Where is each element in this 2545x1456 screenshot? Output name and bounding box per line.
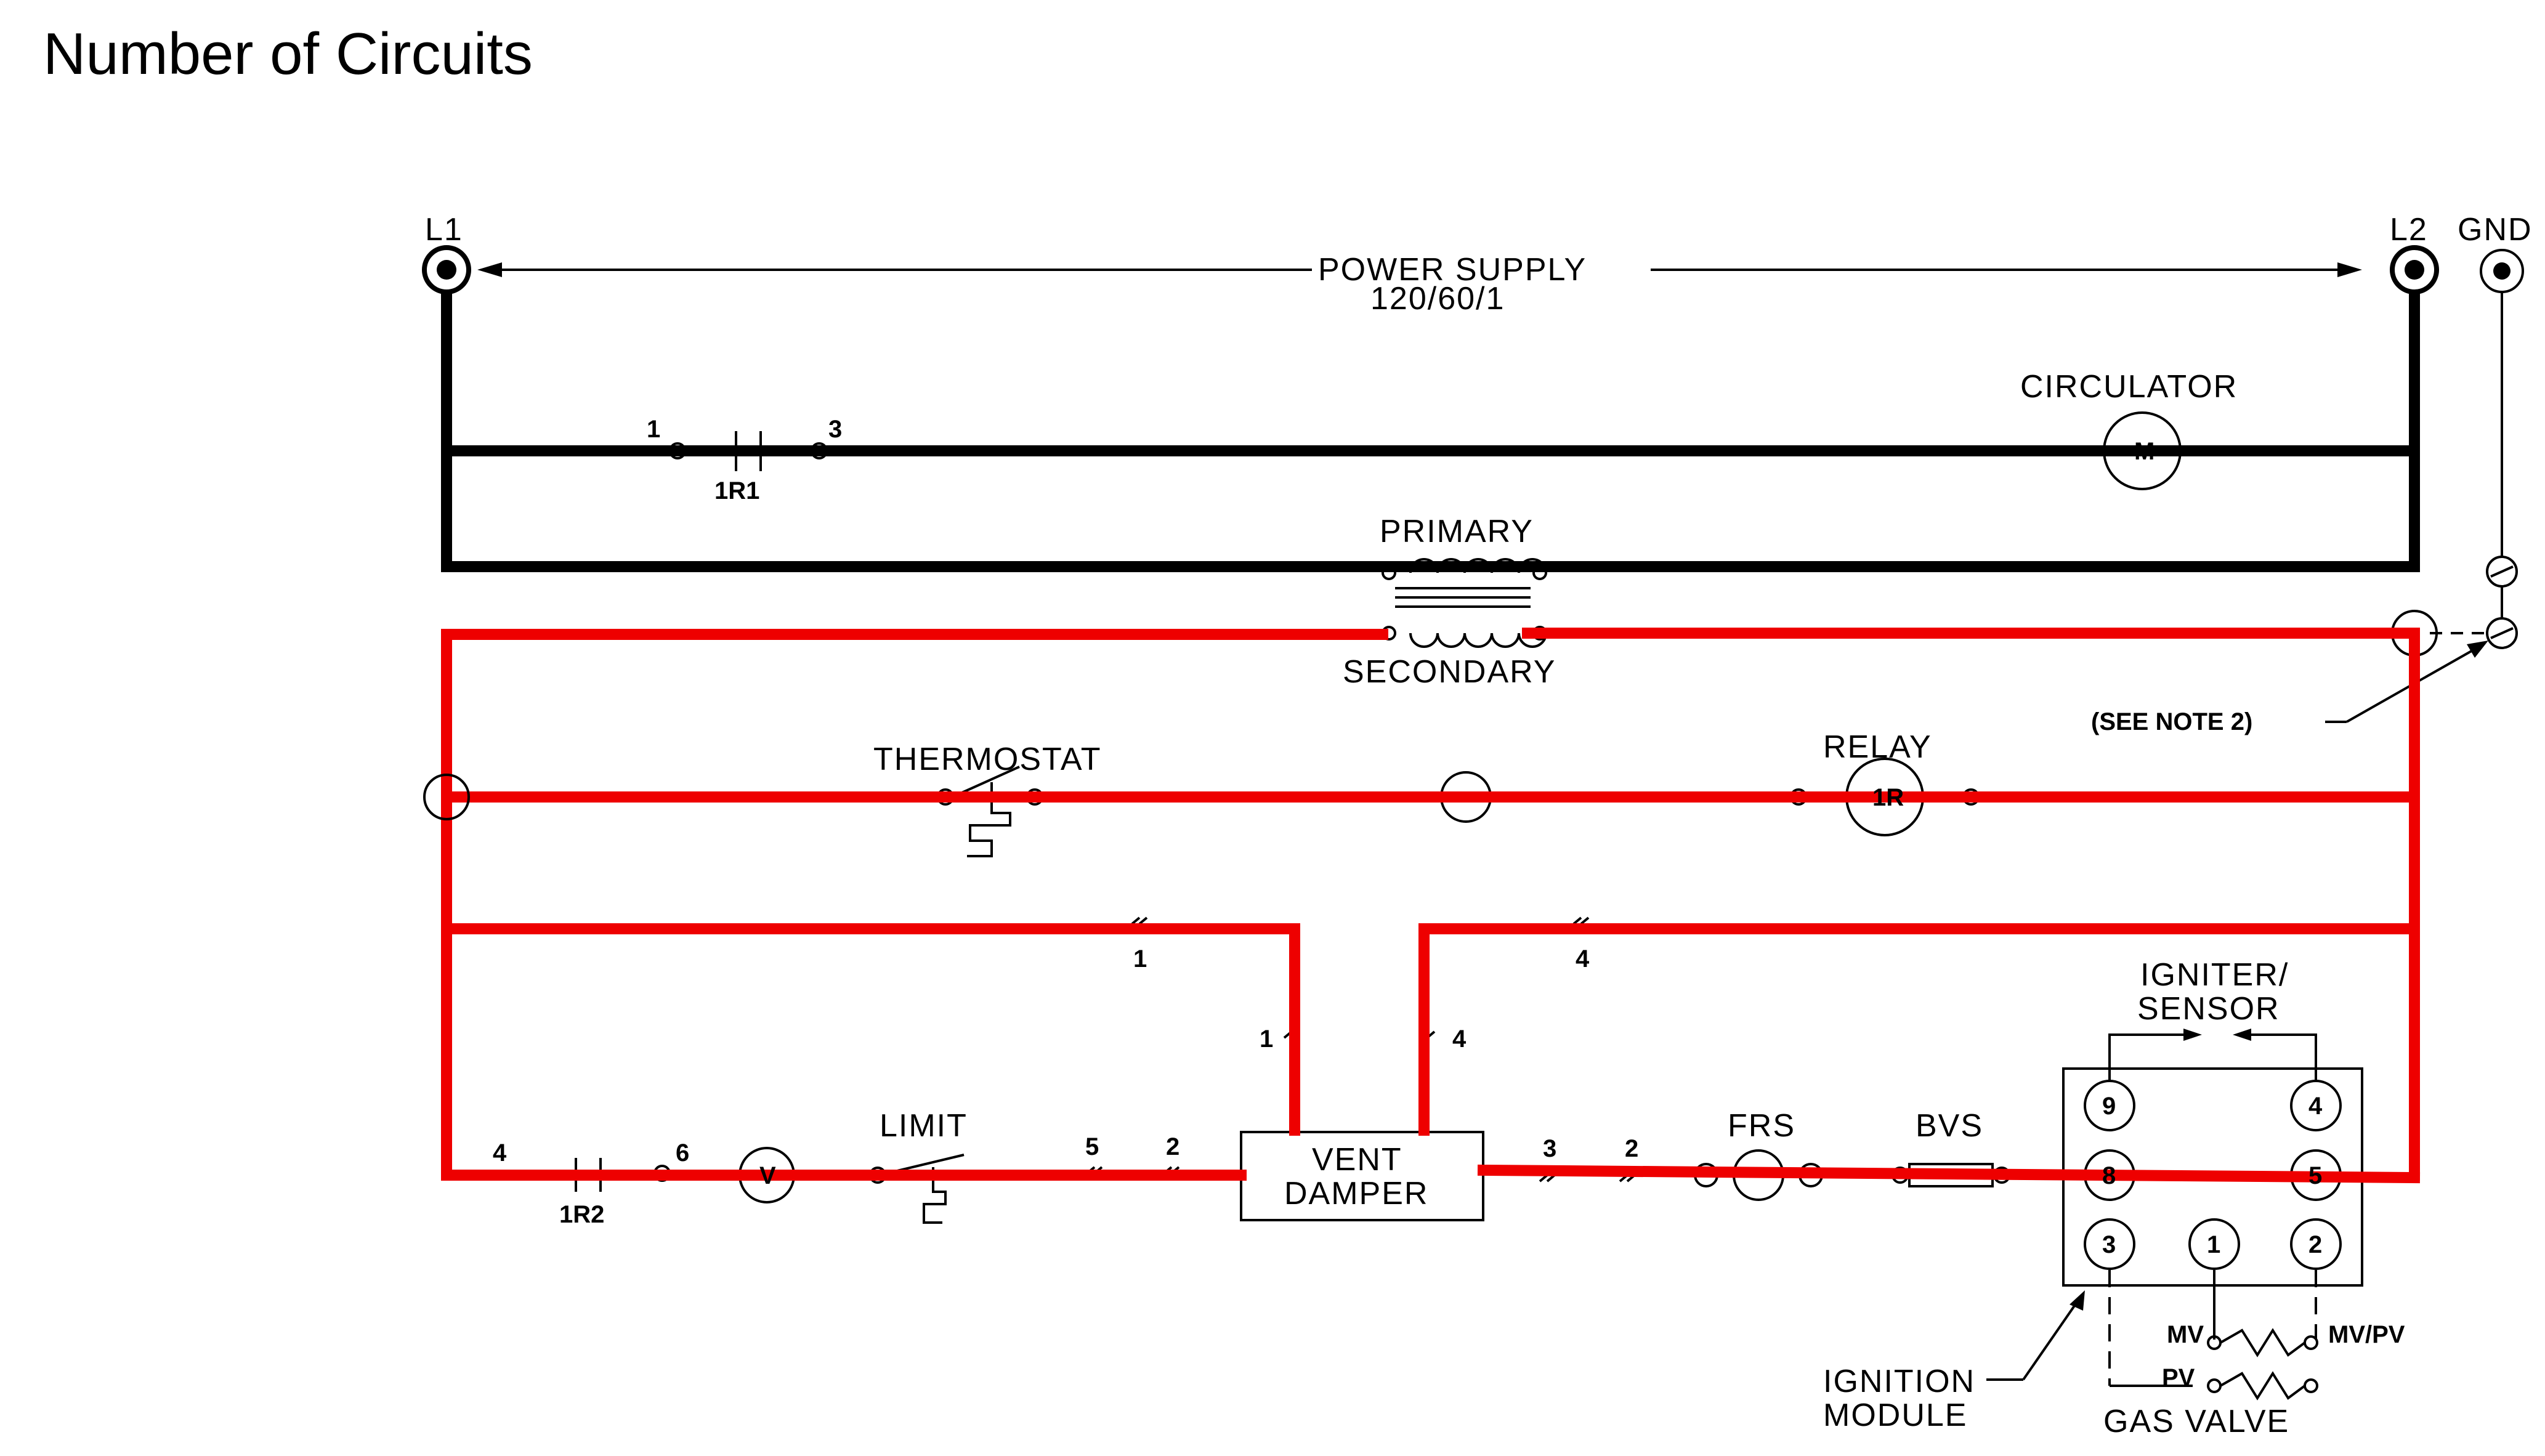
damper-contacts-icon	[1131, 916, 1590, 1039]
ignition-label: IGNITION	[1823, 1364, 1975, 1399]
l1-label: L1	[425, 212, 463, 248]
primary-label: PRIMARY	[1380, 514, 1534, 549]
relay-coil-label: 1R	[1872, 784, 1904, 811]
limit-label: LIMIT	[880, 1108, 968, 1144]
transformer-icon	[1382, 558, 1547, 648]
terminal-number: 3	[828, 416, 842, 443]
secondary-label: SECONDARY	[1343, 654, 1556, 690]
red-wire	[1477, 1164, 2421, 1184]
contact-1r1-label: 1R1	[714, 477, 759, 504]
red-wire	[1418, 923, 2420, 1136]
l2-label: L2	[2390, 212, 2428, 248]
module-terminal-number: 3	[2102, 1231, 2116, 1258]
terminal-number: 6	[676, 1139, 689, 1167]
vent-motor-label: V	[759, 1162, 776, 1189]
igniter-label: IGNITER/	[2140, 957, 2289, 993]
page-title: Number of Circuits	[43, 21, 533, 87]
red-circuit	[423, 628, 2421, 1184]
terminal-number: 4	[1452, 1025, 1467, 1053]
module-terminal-number: 2	[2308, 1231, 2322, 1258]
vent-label: VENT	[1312, 1142, 1402, 1178]
relay-label: RELAY	[1823, 729, 1932, 765]
contact-1r2-label: 1R2	[559, 1201, 604, 1228]
damper-label: DAMPER	[1284, 1176, 1428, 1211]
terminal-number: 1	[647, 416, 660, 443]
limit-switch-icon	[869, 1154, 1180, 1224]
thermostat-icon	[937, 766, 1043, 857]
frs-label: FRS	[1728, 1108, 1795, 1144]
module-terminal-number: 8	[2102, 1162, 2116, 1189]
pv-label: PV	[2162, 1364, 2195, 1391]
module-terminal-number: 9	[2102, 1093, 2116, 1120]
terminal-number: 2	[1166, 1133, 1179, 1160]
terminal-number: 1	[1133, 945, 1147, 973]
bvs-label: BVS	[1916, 1108, 1983, 1144]
terminal-number: 1	[1260, 1025, 1273, 1053]
schematic-linework	[477, 249, 2524, 1401]
mv-pv-label: MV/PV	[2328, 1321, 2405, 1348]
red-wire	[441, 923, 1300, 1136]
module-terminal-number: 4	[2308, 1093, 2323, 1120]
mv-label: MV	[2167, 1321, 2204, 1348]
module-terminal-number: 1	[2207, 1231, 2220, 1258]
gas-valve-icon	[2108, 1270, 2318, 1401]
sensor-label: SENSOR	[2137, 991, 2280, 1027]
power-supply-label: POWER SUPPLY	[1318, 252, 1587, 288]
terminal-number: 4	[1576, 945, 1590, 973]
terminal-number: 4	[493, 1139, 507, 1167]
gnd-label: GND	[2458, 212, 2533, 248]
module-label: MODULE	[1823, 1397, 1967, 1433]
red-wire	[441, 629, 1388, 1181]
see-note-label: (SEE NOTE 2)	[2091, 708, 2252, 735]
power-rating-label: 120/60/1	[1370, 281, 1505, 317]
circulator-motor-label: M	[2134, 438, 2155, 465]
gas-valve-label: GAS VALVE	[2103, 1404, 2289, 1439]
circulator-label: CIRCULATOR	[2020, 369, 2238, 405]
terminal-number: 3	[1543, 1135, 1556, 1162]
ground-screw-icon	[2486, 617, 2518, 649]
labels: L1 L2 GND POWER SUPPLY 120/60/1 CIRCULAT…	[425, 212, 2533, 1439]
thermostat-label: THERMOSTAT	[873, 742, 1102, 777]
terminal-number: 2	[1625, 1135, 1638, 1162]
terminal-number: 5	[1085, 1133, 1099, 1160]
module-terminal-number: 5	[2308, 1162, 2322, 1189]
black-circuit	[422, 245, 2439, 572]
